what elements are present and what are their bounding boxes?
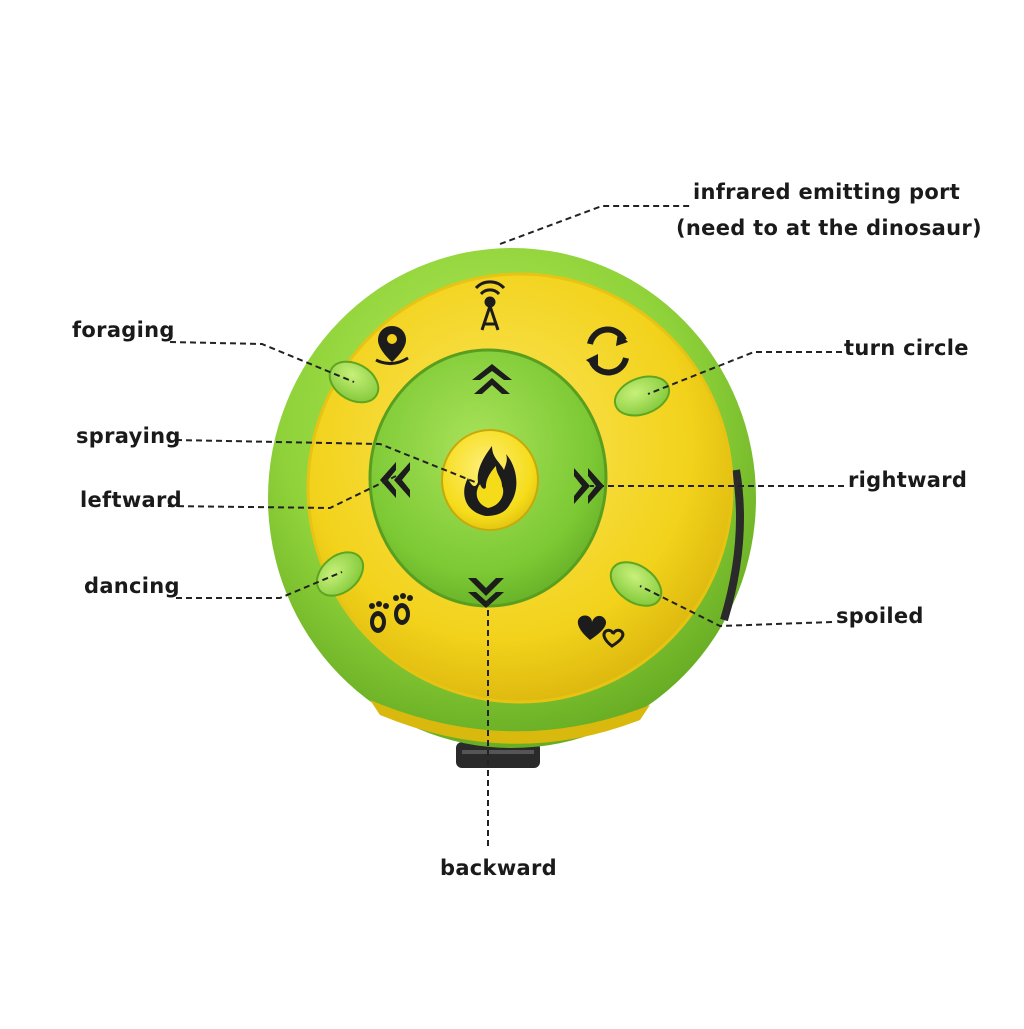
flame-icon bbox=[464, 446, 517, 516]
hearts-icon bbox=[577, 615, 625, 648]
backward-label: backward bbox=[440, 856, 557, 880]
leader-spoiled bbox=[639, 585, 833, 628]
yellow-ring-rim bbox=[306, 272, 734, 704]
leader-leftward bbox=[167, 475, 397, 510]
leftward-label: leftward bbox=[80, 488, 182, 512]
spoiled-button[interactable] bbox=[603, 553, 670, 615]
double-chevron-left-icon[interactable] bbox=[380, 462, 410, 498]
turn-circle-label: turn circle bbox=[844, 336, 969, 360]
dancing-button[interactable] bbox=[309, 543, 372, 604]
leader-turn-circle bbox=[647, 351, 842, 395]
infrared-antenna-icon bbox=[474, 280, 506, 331]
foraging-label: foraging bbox=[72, 318, 175, 342]
rotate-arrows-icon bbox=[586, 326, 629, 376]
leader-spraying bbox=[175, 439, 481, 485]
double-chevron-down-icon[interactable] bbox=[468, 578, 504, 608]
spoiled-label: spoiled bbox=[836, 604, 924, 628]
spraying-label: spraying bbox=[76, 424, 181, 448]
bottom-connector-ridge bbox=[462, 750, 534, 754]
dancing-label: dancing bbox=[84, 574, 180, 598]
footprints-icon bbox=[369, 593, 413, 633]
infrared-port-label-line1: infrared emitting port bbox=[693, 180, 961, 204]
leader-foraging bbox=[169, 341, 355, 383]
double-chevron-right-icon[interactable] bbox=[574, 468, 604, 504]
leader-dancing bbox=[176, 571, 343, 599]
double-chevron-up-icon[interactable] bbox=[472, 364, 512, 394]
leader-infrared bbox=[499, 205, 690, 245]
bottom-lip bbox=[370, 700, 650, 744]
location-pin-icon bbox=[375, 326, 409, 365]
infrared-port-label: infrared emitting port (need to at the d… bbox=[676, 174, 982, 246]
rightward-label: rightward bbox=[848, 468, 968, 492]
infrared-port-label-line2: (need to at the dinosaur) bbox=[676, 216, 982, 240]
bottom-connector bbox=[456, 742, 540, 768]
